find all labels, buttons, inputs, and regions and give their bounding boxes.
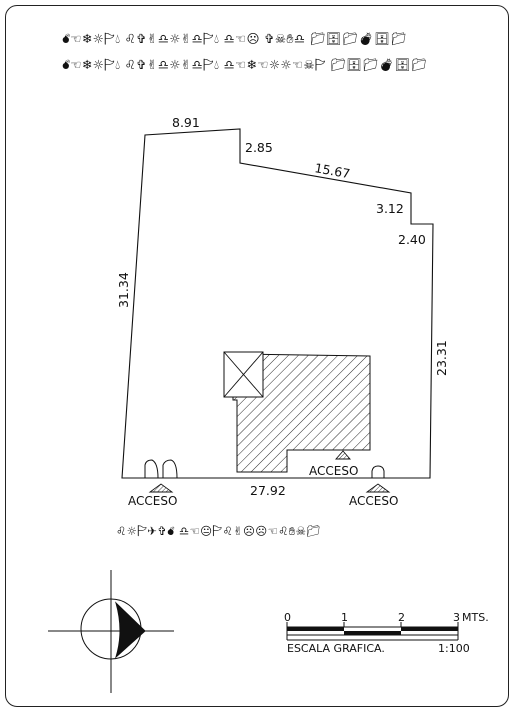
- dim-notch-left: 2.85: [245, 140, 273, 155]
- stair-box: [223, 351, 264, 398]
- north-arrow: [48, 570, 174, 693]
- access-marker-left: [148, 483, 174, 493]
- scale-unit: MTS.: [462, 611, 489, 624]
- scale-tick-0: 0: [284, 611, 291, 624]
- header-line-2: 💣︎☜︎❄︎☼︎🏱︎💧︎ ♌︎✞︎✌︎♎︎☼︎✌︎♎︎🏱︎💧︎ ♎︎☜︎❄︎☜︎…: [62, 57, 428, 72]
- scale-tick-1: 1: [341, 611, 348, 624]
- access-marker-building: [335, 450, 351, 460]
- dim-top-slope: 15.67: [313, 160, 351, 181]
- scale-tick-3: 3: [453, 611, 460, 624]
- dim-right-step: 2.40: [398, 232, 426, 247]
- label-access-building: ACCESO: [309, 464, 358, 478]
- access-marker-right: [365, 483, 391, 493]
- dim-top-left: 8.91: [172, 115, 200, 130]
- building-footprint: [232, 353, 371, 473]
- header-line-1: 💣︎☜︎❄︎☼︎🏱︎💧︎ ♌︎✞︎✌︎♎︎☼︎✌︎♎︎🏱︎💧︎ ♎︎☜︎☹︎ ✞…: [62, 31, 407, 46]
- lot-outline: [121, 128, 434, 479]
- dim-bottom: 27.92: [250, 483, 286, 498]
- right-gate: [371, 465, 385, 478]
- drawing-sheet-border: [5, 5, 509, 707]
- dim-notch-right: 3.12: [376, 201, 404, 216]
- scale-caption: ESCALA GRAFICA.: [287, 642, 385, 655]
- label-access-right: ACCESO: [349, 494, 398, 508]
- footer-note: ♌︎☼︎🏱︎✈︎✞︎💣︎ ♎︎☜︎😐︎🏱︎♌︎✌︎☹︎☹︎☜︎♌︎✋︎☠︎📁︎: [116, 524, 322, 538]
- scale-tick-2: 2: [398, 611, 405, 624]
- left-gate: [144, 459, 178, 479]
- scale-bar: [286, 622, 459, 641]
- dim-left-side: 31.34: [116, 272, 131, 308]
- label-access-left: ACCESO: [128, 494, 177, 508]
- dim-right-side: 23.31: [434, 340, 449, 376]
- scale-ratio: 1:100: [438, 642, 470, 655]
